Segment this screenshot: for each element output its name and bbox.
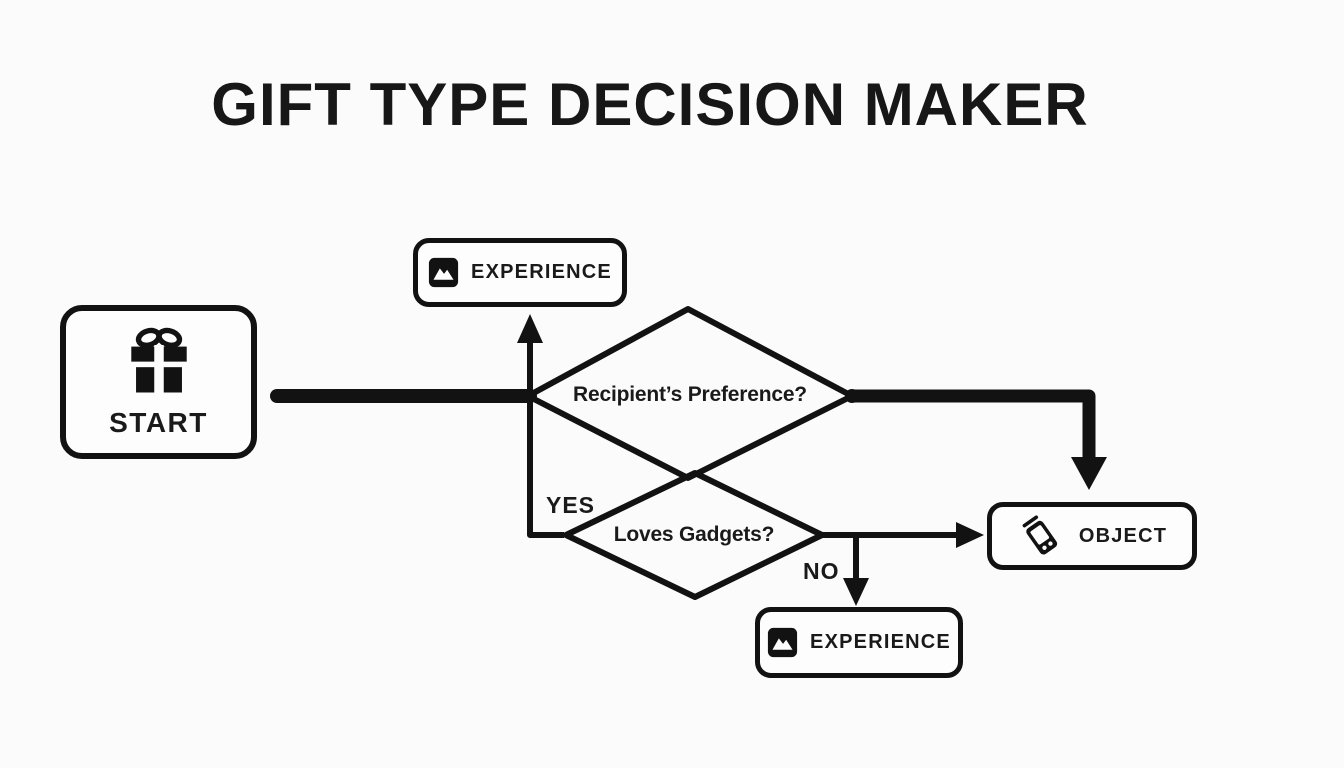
node-experience-top: EXPERIENCE xyxy=(413,238,627,307)
page-title: GIFT TYPE DECISION MAKER xyxy=(211,71,1089,138)
node-object: OBJECT xyxy=(987,502,1197,570)
edge-label-no: NO xyxy=(803,558,840,584)
edge-preference-to-object xyxy=(852,389,1096,460)
gift-icon xyxy=(130,327,187,394)
decision-gadgets-label: Loves Gadgets? xyxy=(613,523,775,546)
arrowhead-into-object-top xyxy=(1071,457,1107,490)
arrowhead-into-experience-bottom xyxy=(843,578,869,606)
node-experience-bottom: EXPERIENCE xyxy=(755,607,963,678)
node-experience-bottom-label: EXPERIENCE xyxy=(810,631,951,653)
picture-icon xyxy=(767,627,798,658)
edge-yes-to-gadgets xyxy=(527,396,564,538)
arrowhead-into-experience-top xyxy=(517,314,543,343)
node-experience-top-label: EXPERIENCE xyxy=(471,261,612,283)
decision-preference-diamond xyxy=(525,306,855,481)
edge-label-yes: YES xyxy=(546,492,596,518)
decision-preference-label: Recipient’s Preference? xyxy=(573,383,807,406)
node-start: START xyxy=(60,305,257,459)
arrowhead-into-object-left xyxy=(956,522,984,548)
node-object-label: OBJECT xyxy=(1078,524,1168,547)
node-start-label: START xyxy=(109,406,208,438)
phone-icon xyxy=(1022,515,1057,555)
picture-icon xyxy=(428,257,459,288)
